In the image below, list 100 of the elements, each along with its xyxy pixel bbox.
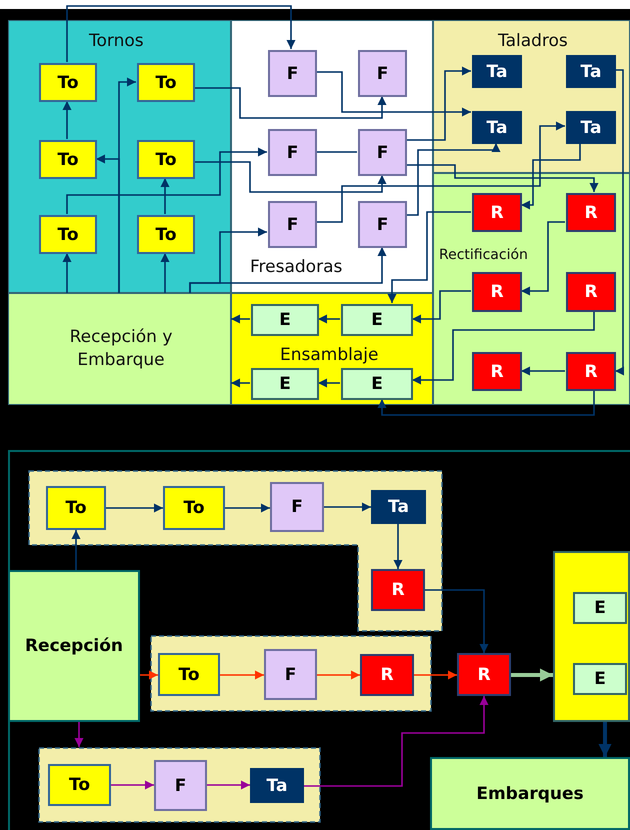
department-zone <box>433 173 630 405</box>
machine-box: R <box>360 654 414 696</box>
arrow <box>194 87 386 119</box>
arrow <box>62 253 72 293</box>
machine-box: To <box>137 140 195 179</box>
machine-box: To <box>48 764 111 806</box>
arrow <box>318 378 340 388</box>
arrow <box>160 253 170 293</box>
arrow <box>316 71 471 116</box>
arrow <box>318 314 340 324</box>
zone-label: Tornos <box>89 30 144 53</box>
arrow <box>414 670 457 680</box>
machine-box: To <box>39 63 97 102</box>
arrow <box>521 221 565 296</box>
arrow <box>324 502 371 512</box>
arrow <box>511 668 553 682</box>
machine-box: F <box>358 129 407 176</box>
machine-box: R <box>457 653 511 696</box>
station-box: Embarques <box>430 757 630 830</box>
machine-box: F <box>154 760 207 811</box>
machine-box: E <box>251 368 319 400</box>
arrow <box>225 504 270 512</box>
machine-box: F <box>264 649 317 700</box>
machine-box: R <box>566 272 616 312</box>
zone-label: Taladros <box>498 30 568 53</box>
cell-outline <box>150 635 432 712</box>
arrow <box>207 780 250 790</box>
machine-box: Ta <box>472 111 522 144</box>
arrow <box>406 143 500 216</box>
machine-box: R <box>371 569 425 611</box>
arrow <box>231 378 250 388</box>
machine-box: E <box>251 304 319 336</box>
arrow <box>521 366 565 376</box>
department-zone <box>231 293 433 405</box>
arrow <box>62 101 72 139</box>
machine-box: E <box>573 592 627 624</box>
arrow <box>406 164 598 192</box>
machine-box: R <box>472 193 522 232</box>
machine-box: To <box>137 215 195 254</box>
zone-label: Rectificación <box>439 246 528 265</box>
arrow <box>111 780 154 790</box>
arrow <box>615 69 624 376</box>
arrow <box>106 504 163 512</box>
machine-box: To <box>46 486 106 530</box>
machine-box: To <box>137 63 195 102</box>
arrow <box>412 311 595 384</box>
arrow <box>66 5 296 62</box>
machine-box: R <box>472 272 522 312</box>
machine-box: To <box>39 140 97 179</box>
arrow <box>72 530 80 570</box>
arrow <box>425 589 488 653</box>
department-zone <box>231 20 433 293</box>
station-box: Recepción <box>8 570 140 722</box>
machine-box: E <box>341 368 413 400</box>
zone-label: Ensamblaje <box>280 344 378 367</box>
arrow <box>317 670 360 680</box>
machine-box: To <box>39 215 97 254</box>
arrow <box>378 390 595 416</box>
machine-box: Ta <box>250 768 304 803</box>
arrow <box>160 178 170 214</box>
machine-box: F <box>268 201 317 248</box>
department-zone <box>433 20 630 173</box>
arrow <box>394 524 402 569</box>
machine-box: E <box>573 663 627 695</box>
arrow <box>412 290 471 324</box>
machine-box: Ta <box>371 490 426 524</box>
zone-label: Recepción y Embarque <box>68 326 174 372</box>
arrow <box>140 670 158 680</box>
arrow <box>96 154 120 293</box>
arrow <box>231 314 250 324</box>
assembly-box <box>553 551 630 722</box>
arrow <box>194 161 386 193</box>
machine-box: E <box>341 304 413 336</box>
machine-box: F <box>268 50 317 97</box>
arrow <box>220 670 264 680</box>
zone-label: Fresadoras <box>250 256 342 279</box>
machine-box: Ta <box>566 55 616 88</box>
machine-box: To <box>158 653 220 696</box>
arrow <box>406 66 471 141</box>
machine-box: R <box>566 352 616 391</box>
department-zone <box>8 20 231 293</box>
machine-box: To <box>163 486 225 530</box>
department-zone <box>8 293 231 405</box>
arrow <box>316 122 565 223</box>
arrow <box>74 722 84 747</box>
machine-box: Ta <box>566 111 616 144</box>
arrow <box>304 696 488 787</box>
arrow <box>598 722 612 757</box>
cell-outline <box>38 747 321 823</box>
arrow <box>189 247 386 293</box>
machine-box: F <box>268 129 317 176</box>
machine-box: R <box>472 352 522 391</box>
machine-box: F <box>358 201 407 248</box>
machine-box: Ta <box>472 55 522 88</box>
machine-box: R <box>566 193 616 232</box>
arrow <box>66 148 267 214</box>
arrow <box>388 211 471 303</box>
arrow <box>521 143 581 210</box>
machine-box: F <box>358 50 407 97</box>
machine-box: F <box>270 482 324 532</box>
